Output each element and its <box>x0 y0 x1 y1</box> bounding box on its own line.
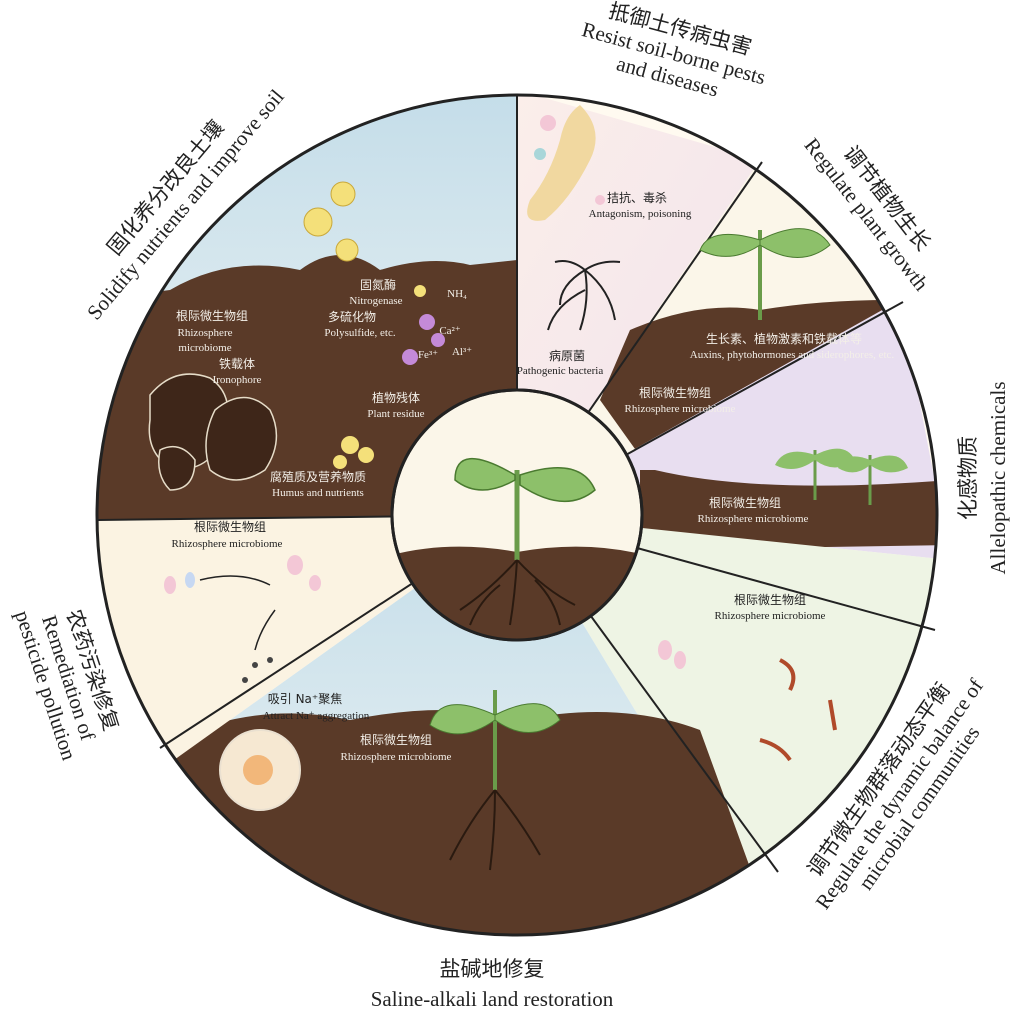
humus-cn: 腐殖质及营养物质 <box>270 469 366 484</box>
nh4-label: NH₄ <box>447 288 467 300</box>
ca-label: Ca²⁺ <box>439 325 461 337</box>
rhizo6-en2: microbiome <box>178 342 231 354</box>
antagonism-cn: 拮抗、毒杀 <box>607 190 667 205</box>
right-cn: 化感物质 <box>956 436 980 520</box>
rhizo2-cn: 根际微生物组 <box>709 496 781 510</box>
plant-bottom <box>429 690 561 871</box>
attract-cn: 吸引 Na⁺聚焦 <box>268 692 342 706</box>
soil-cell <box>219 729 301 811</box>
rhizo3-en: Rhizosphere microbiome <box>715 610 826 622</box>
iron-en: Ironophore <box>213 374 262 386</box>
soil-aggregates <box>148 373 278 491</box>
al-label: Al³⁺ <box>452 346 472 358</box>
growth-en: Auxins, phytohormones and siderophores, … <box>690 349 895 361</box>
fe-label: Fe³⁺ <box>418 349 438 361</box>
pathogen-en: Pathogenic bacteria <box>517 365 604 377</box>
label-right: 化感物质 Allelopathic chemicals <box>956 381 1010 574</box>
rhizo2-en: Rhizosphere microbiome <box>698 513 809 525</box>
outer-ring <box>95 93 939 937</box>
polysulfide-en: Polysulfide, etc. <box>324 327 395 339</box>
rhizo5-en: Rhizosphere microbiome <box>341 751 452 763</box>
antagonism-en: Antagonism, poisoning <box>589 208 692 220</box>
humus-en: Humus and nutrients <box>272 487 364 499</box>
bottom-cn: 盐碱地修复 <box>440 957 545 981</box>
bottom-en: Saline-alkali land restoration <box>371 987 614 1011</box>
rhizo-cn: 根际微生物组 <box>639 386 711 400</box>
microbes-bottom-right <box>658 640 837 762</box>
residue-cn: 植物残体 <box>372 390 420 405</box>
label-top: 抵御土传病虫害 Resist soil-borne pests and dise… <box>579 0 768 102</box>
rhizo5-cn: 根际微生物组 <box>360 733 432 747</box>
nitrogenase-cn: 固氮酶 <box>360 277 396 292</box>
polysulfide-cn: 多硫化物 <box>328 309 376 324</box>
microbes-left <box>164 555 321 683</box>
pathogen-cn: 病原菌 <box>549 348 585 363</box>
sector-left <box>97 515 517 820</box>
iron-cn: 铁载体 <box>219 357 255 371</box>
plants-right <box>775 448 908 505</box>
right-en: Allelopathic chemicals <box>986 381 1010 574</box>
plant-top-right <box>699 228 831 320</box>
residue-en: Plant residue <box>367 408 424 420</box>
rhizo4-en: Rhizosphere microbiome <box>172 538 283 550</box>
label-bottom: 盐碱地修复 Saline-alkali land restoration <box>371 957 614 1011</box>
nitrogenase-en: Nitrogenase <box>349 295 402 307</box>
rhizo-en: Rhizosphere microbiome <box>625 403 736 415</box>
rhizo4-cn: 根际微生物组 <box>194 520 266 534</box>
rhizo3-cn: 根际微生物组 <box>734 593 806 607</box>
attract-en: Attract Na⁺ aggregation <box>263 710 370 722</box>
root-and-pathogen <box>527 105 621 331</box>
growth-cn: 生长素、植物激素和铁载体等 <box>706 331 862 346</box>
rhizo6-cn: 根际微生物组 <box>176 309 248 323</box>
nutrient-spheres <box>303 181 445 469</box>
rhizo6-en1: Rhizosphere <box>178 327 233 339</box>
